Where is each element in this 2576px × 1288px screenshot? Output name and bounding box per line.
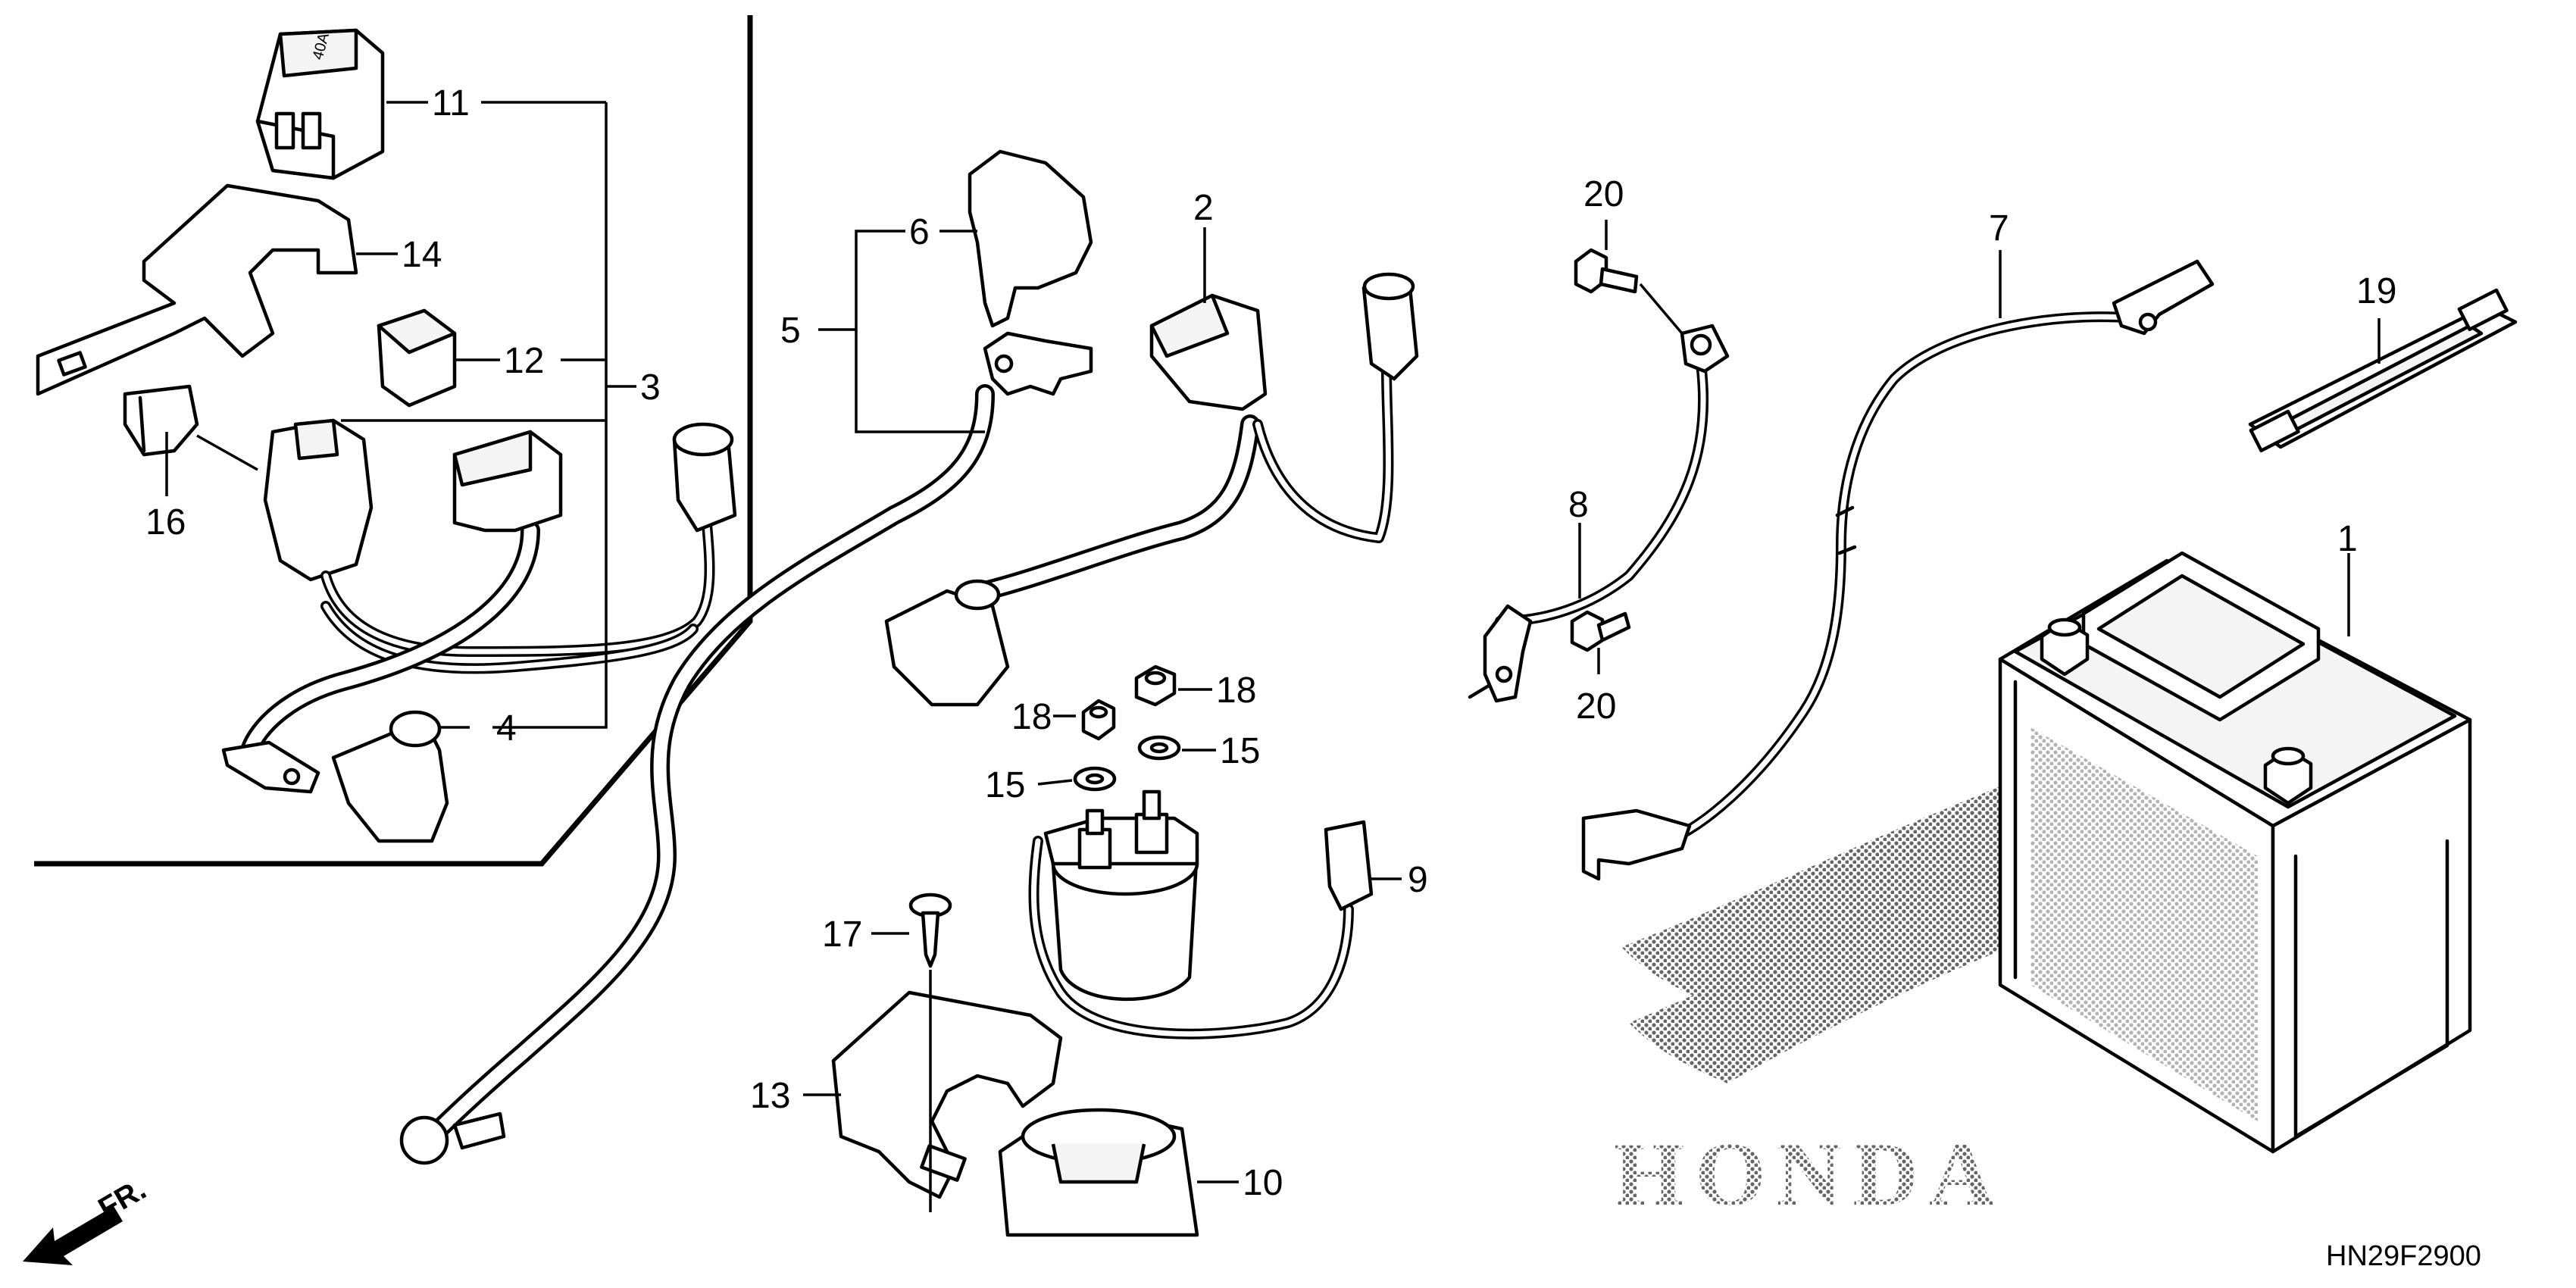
callout-10: 10 xyxy=(1243,1163,1283,1203)
washer-part-a xyxy=(1073,766,1117,792)
callout-5: 5 xyxy=(780,311,801,351)
callout-20-top: 20 xyxy=(1583,174,1624,214)
starter-relay-part xyxy=(1028,789,1374,1039)
relay-bracket-part xyxy=(831,990,1063,1199)
callout-8: 8 xyxy=(1568,485,1589,525)
inset-frame xyxy=(34,15,753,867)
callout-7: 7 xyxy=(1989,208,2009,249)
bracket-part xyxy=(36,183,358,396)
screw-part xyxy=(908,893,952,968)
callout-3: 3 xyxy=(640,367,661,408)
terminal-cover-part xyxy=(968,149,1093,328)
leader-lines xyxy=(165,101,2381,1212)
battery-strap-part xyxy=(2248,288,2518,452)
callout-2: 2 xyxy=(1193,188,1214,228)
callout-6: 6 xyxy=(909,212,930,252)
nut-part-b xyxy=(1134,664,1177,707)
callout-20-bottom: 20 xyxy=(1576,686,1616,727)
callout-4: 4 xyxy=(496,708,517,749)
starter-cable-part xyxy=(399,331,1093,1165)
callout-15-left: 15 xyxy=(985,765,1025,805)
callout-16: 16 xyxy=(145,502,186,542)
bolt-part-top xyxy=(1574,248,1639,294)
callout-13: 13 xyxy=(750,1076,790,1116)
front-direction-indicator: FR. xyxy=(23,1172,152,1265)
front-arrow-icon xyxy=(23,1206,123,1265)
diagram-code: HN29F2900 xyxy=(2326,1240,2481,1272)
washer-part-b xyxy=(1137,735,1181,761)
boot-cap-part xyxy=(331,710,449,843)
callout-11: 11 xyxy=(432,83,470,123)
clip-part xyxy=(123,384,199,457)
rubber-cover-part xyxy=(998,1108,1199,1237)
nut-part-a xyxy=(1081,699,1116,741)
starter-harness-part xyxy=(221,418,737,794)
long-cable-part xyxy=(1581,259,2215,881)
fuse-part xyxy=(377,308,457,408)
callout-18-right: 18 xyxy=(1216,671,1256,711)
honda-watermark-text: HONDA xyxy=(1614,1124,2005,1224)
bolt-part-bottom xyxy=(1570,610,1631,652)
callout-9: 9 xyxy=(1408,860,1428,900)
callout-1: 1 xyxy=(2337,519,2358,559)
callout-14: 14 xyxy=(402,235,442,275)
battery-part xyxy=(1998,551,2472,1154)
callout-15-right: 15 xyxy=(1220,731,1260,771)
relay-part: 40A xyxy=(255,28,385,180)
positive-cable-part xyxy=(884,272,1419,707)
callout-17: 17 xyxy=(822,914,862,955)
negative-cable-part xyxy=(1468,324,1730,703)
callout-12: 12 xyxy=(504,341,544,381)
callout-19: 19 xyxy=(2356,271,2396,311)
callout-18-left: 18 xyxy=(1011,697,1052,737)
callout-numbers: 11 14 12 3 16 4 6 5 2 18 18 15 15 9 17 1… xyxy=(145,83,2396,1203)
